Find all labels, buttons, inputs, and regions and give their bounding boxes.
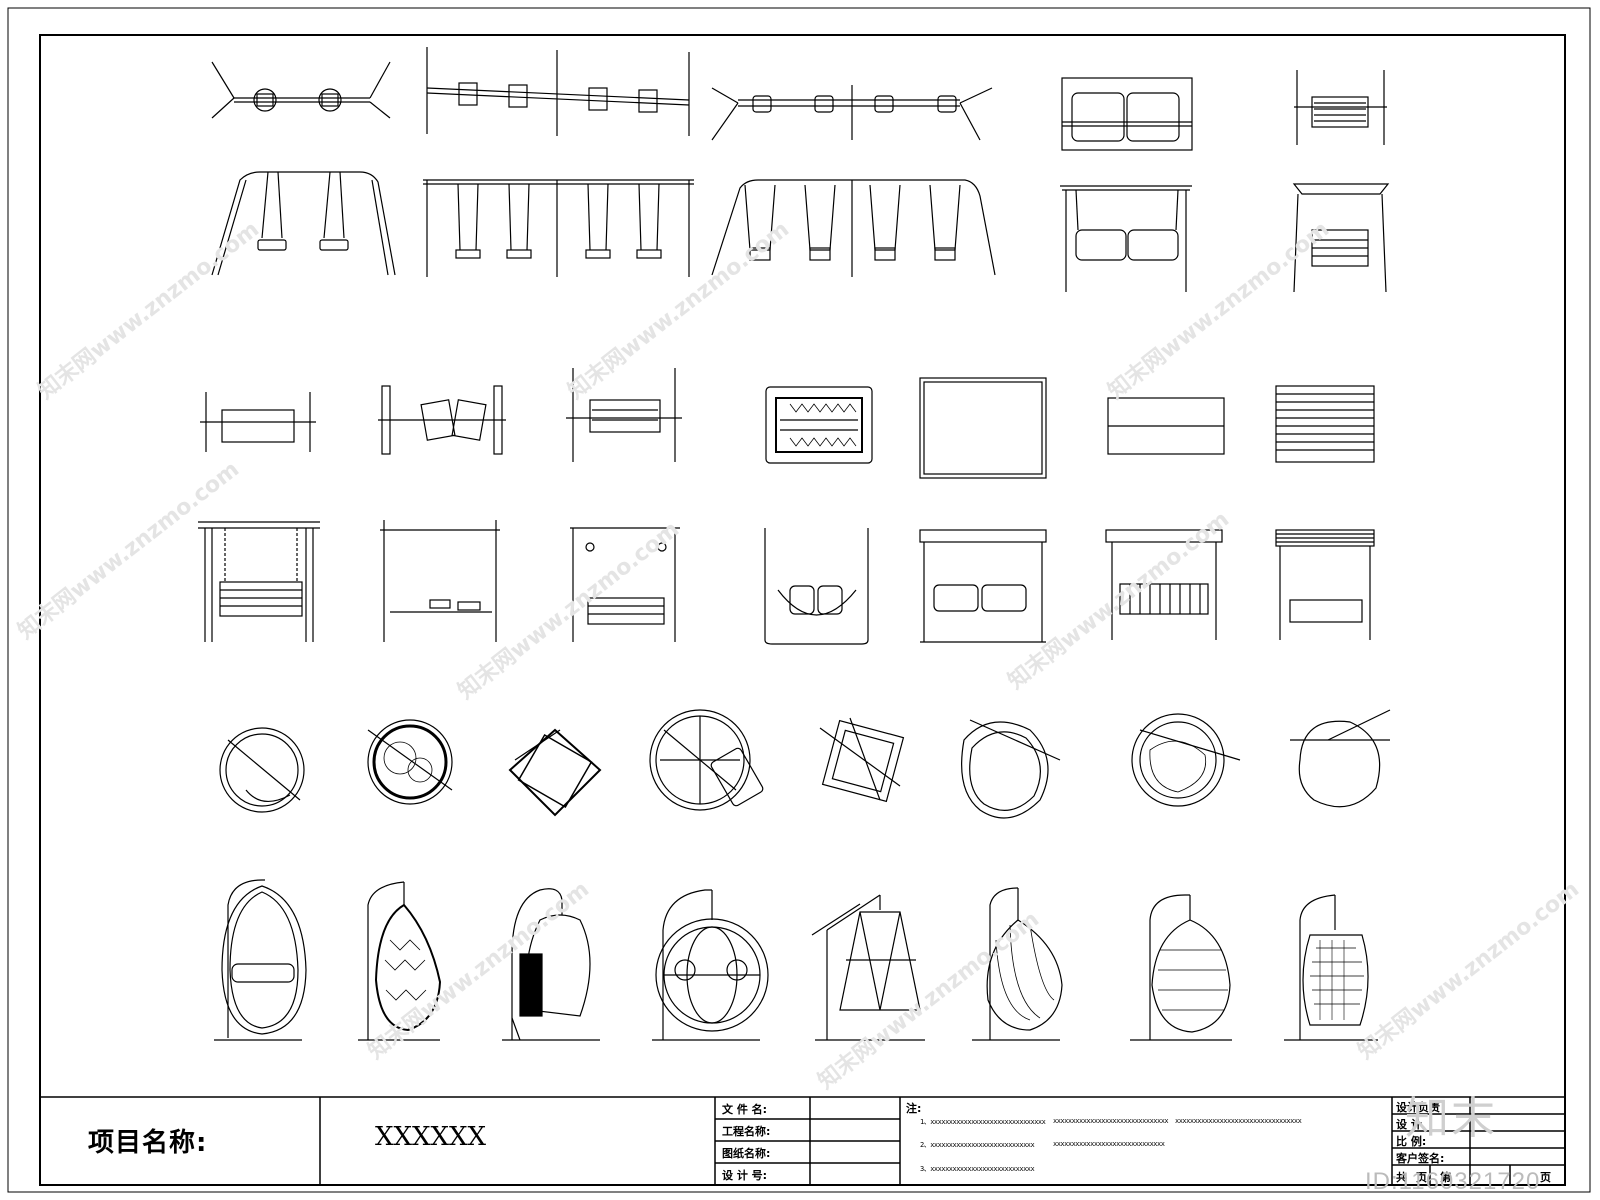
project-name-label: 项目名称:	[88, 1128, 208, 1158]
image-id-tag: ID:1160321720	[1365, 1168, 1541, 1195]
project-name-value: XXXXXX	[375, 1122, 487, 1152]
egg-chair-elevation-1	[214, 879, 307, 1041]
canopy-swing-elevation	[1060, 185, 1192, 292]
bench-swing-elevation-b	[380, 520, 500, 642]
swing-set-4seat-curved-elevation	[711, 179, 996, 277]
client-signature-label: 客户签名:	[1396, 1152, 1445, 1165]
bench-swing-elevation	[1292, 183, 1390, 293]
note-2: 2、xxxxxxxxxxxxxxxxxxxxxxxxxxxx	[920, 1141, 1035, 1149]
rattan-chair-elevation-3	[1284, 894, 1378, 1041]
swing-set-2seat-plan	[211, 61, 391, 119]
drawing-frame	[39, 34, 1566, 1186]
rattan-chair-elevation-2	[1130, 894, 1232, 1041]
pod-chair-elevation	[811, 894, 925, 1041]
canopy-swing-plan-b	[765, 386, 873, 464]
design-number-label: 设 计 号:	[722, 1169, 768, 1182]
bench-swing-elevation-c	[570, 527, 680, 642]
egg-chair-elevation-3	[502, 888, 600, 1041]
page-number-unit: 页	[1540, 1171, 1551, 1184]
designer-label: 设 计	[1396, 1118, 1422, 1131]
title-block	[40, 1096, 1565, 1185]
swing-set-2seat-elevation	[211, 171, 396, 276]
flat-roof-swing-elevation	[1105, 529, 1223, 640]
note-3: 3、xxxxxxxxxxxxxxxxxxxxxxxxxxxx	[920, 1165, 1035, 1173]
watermark-logo: 知末	[1405, 1093, 1497, 1144]
egg-chair-plan-2	[367, 719, 453, 805]
design-lead-label: 设计负责	[1396, 1101, 1440, 1114]
scale-label: 比 例:	[1396, 1135, 1427, 1148]
hanging-sofa-swing-elevation	[764, 528, 869, 645]
note-1c: xxxxxxxxxxxxxxxxxxxxxxxxxxxxxxxxxx	[1175, 1117, 1302, 1125]
pod-chair-plan	[819, 717, 905, 803]
flat-roof-plan	[1107, 397, 1225, 455]
outer-frame	[7, 7, 1591, 1193]
canopy-swing-plan	[1061, 77, 1193, 151]
note-1: 1、xxxxxxxxxxxxxxxxxxxxxxxxxxxxxxx	[920, 1118, 1046, 1126]
total-pages-unit: 页	[1416, 1171, 1427, 1184]
canopy-roof-plan	[919, 377, 1047, 479]
slatted-roof-swing-elevation	[1275, 529, 1375, 640]
note-1b: xxxxxxxxxxxxxxxxxxxxxxxxxxxxxxx	[1053, 1117, 1169, 1125]
page-number-label: 第	[1440, 1171, 1451, 1184]
canopy-swing-elevation-b	[919, 529, 1047, 643]
rattan-chair-plan-3	[1131, 713, 1241, 807]
rattan-chair-plan-2	[961, 719, 1061, 819]
rattan-chair-plan-4	[1290, 709, 1391, 808]
note-2b: xxxxxxxxxxxxxxxxxxxxxxxxxxxxxx	[1053, 1140, 1165, 1148]
egg-chair-plan-3	[508, 728, 602, 817]
bench-swing-plan	[1294, 70, 1387, 145]
swing-set-4seat-curved-plan	[711, 85, 993, 141]
notes-label: 注:	[906, 1102, 922, 1115]
file-name-label: 文 件 名:	[722, 1103, 768, 1116]
egg-chair-plan-1	[219, 727, 305, 813]
globe-chair-elevation	[652, 889, 769, 1041]
drawing-name-label: 图纸名称:	[722, 1147, 771, 1160]
swing-set-4seat-elevation	[423, 179, 694, 277]
egg-chair-elevation-2	[358, 881, 442, 1041]
bench-swing-plan-a	[200, 392, 316, 452]
bench-swing-elevation-a	[198, 521, 320, 642]
bench-swing-plan-c	[566, 368, 682, 462]
slatted-roof-plan	[1275, 385, 1375, 463]
swing-set-4seat-plan	[426, 47, 690, 136]
rattan-chair-plan-1	[649, 709, 764, 811]
project-title-label: 工程名称:	[722, 1125, 771, 1138]
bench-swing-plan-b	[378, 385, 506, 455]
total-pages-label: 共	[1396, 1171, 1407, 1184]
rattan-chair-elevation-1	[972, 887, 1063, 1041]
